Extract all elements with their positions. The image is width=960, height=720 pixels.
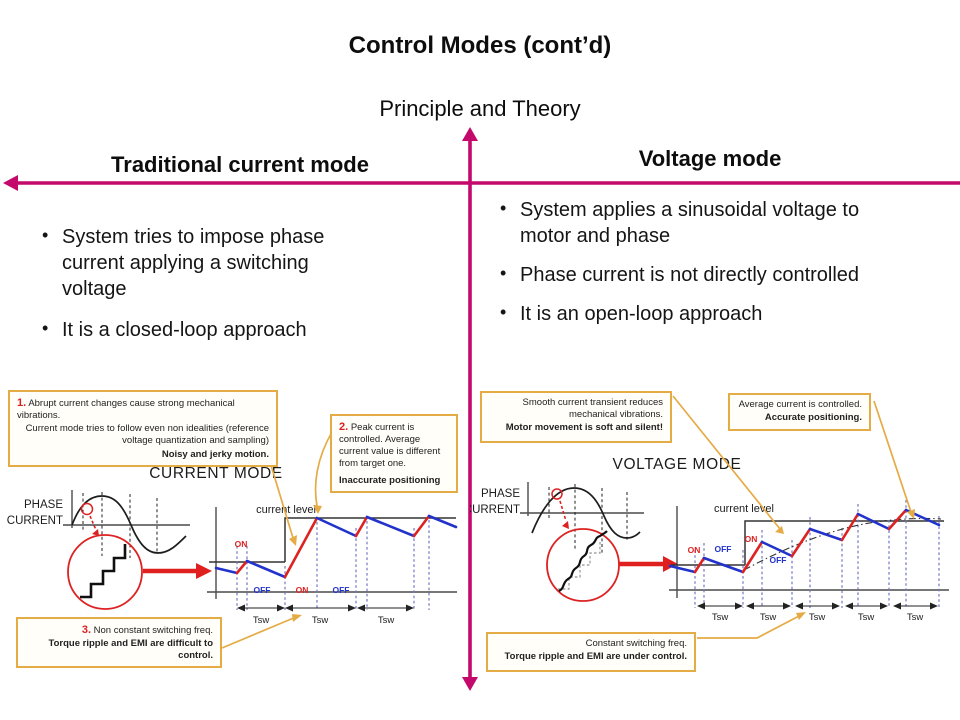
reference-sine: PHASE CURRENT (470, 482, 644, 554)
svg-text:OFF: OFF (715, 544, 732, 554)
off-segment (214, 566, 239, 575)
tsw-measures: Tsw Tsw Tsw (237, 604, 414, 626)
current-level-label: current level (256, 504, 316, 516)
on-segment (235, 559, 249, 575)
list-item: Phase current is not directly controlled (498, 262, 876, 288)
svg-text:Tsw: Tsw (312, 615, 329, 626)
zoom-arrow (619, 556, 678, 572)
left-arrow-icon (3, 175, 18, 191)
phase-current-label: PHASE (481, 488, 520, 500)
svg-text:Tsw: Tsw (712, 612, 729, 623)
svg-text:ON: ON (688, 545, 701, 555)
list-item: It is a closed-loop approach (40, 317, 375, 343)
right-bullet-list: System applies a sinusoidal voltage to m… (498, 197, 876, 340)
smooth-staircase (558, 530, 608, 592)
svg-text:CURRENT: CURRENT (470, 504, 520, 516)
list-item: System applies a sinusoidal voltage to m… (498, 197, 876, 249)
svg-text:ON: ON (235, 539, 248, 549)
reference-steps (558, 541, 601, 590)
callout-connectors (672, 395, 915, 639)
slide-subtitle: Principle and Theory (379, 96, 581, 121)
callout-connectors (221, 431, 333, 649)
left-column-heading: Traditional current mode (111, 152, 369, 177)
note-constant-freq: Constant switching freq. Torque ripple a… (486, 632, 696, 672)
current-waveform: current level ON OFF ON OFF (207, 504, 458, 626)
note-average-current: Average current is controlled. Accurate … (728, 393, 871, 431)
zoom-arrow (143, 563, 212, 579)
svg-text:Tsw: Tsw (858, 612, 875, 623)
svg-text:OFF: OFF (333, 585, 350, 595)
list-item: System tries to impose phase current app… (40, 224, 375, 302)
voltage-mode-diagram: VOLTAGE MODE PHASE CURRENT (470, 380, 960, 690)
current-mode-diagram: CURRENT MODE PHASE CURRENT (0, 380, 460, 690)
diagram-title: CURRENT MODE (149, 465, 283, 482)
diagram-title: VOLTAGE MODE (613, 456, 742, 473)
reference-sine: PHASE CURRENT (7, 490, 190, 558)
svg-text:Tsw: Tsw (760, 612, 777, 623)
up-arrow-icon (462, 127, 478, 141)
current-level-label: current level (714, 503, 774, 515)
svg-text:Tsw: Tsw (907, 612, 924, 623)
note-peak-current: 2. Peak current is controlled. Average c… (330, 414, 458, 493)
right-column-heading: Voltage mode (638, 146, 782, 171)
svg-text:Tsw: Tsw (253, 615, 270, 626)
tsw-measures: Tsw Tsw Tsw Tsw Tsw (697, 602, 938, 623)
svg-text:Tsw: Tsw (809, 612, 826, 623)
staircase (80, 544, 127, 599)
note-vibrations: 1. Abrupt current changes cause strong m… (8, 390, 278, 467)
note-smooth-transient: Smooth current transient reduces mechani… (480, 391, 672, 443)
zoom-circle-smooth (546, 528, 620, 602)
svg-text:OFF: OFF (254, 585, 271, 595)
list-item: It is an open-loop approach (498, 301, 876, 327)
phase-current-label: PHASE (24, 499, 63, 511)
left-bullet-list: System tries to impose phase current app… (40, 224, 375, 358)
svg-text:OFF: OFF (770, 555, 787, 565)
zoom-source-circle (551, 488, 563, 500)
zoom-source-circle (80, 502, 94, 516)
svg-text:ON: ON (296, 585, 309, 595)
note-switching-freq: 3. Non constant switching freq. Torque r… (16, 617, 222, 669)
svg-text:ON: ON (745, 534, 758, 544)
voltage-waveform: current level ON OFF ON OFF (668, 500, 949, 623)
svg-text:CURRENT: CURRENT (7, 515, 63, 527)
slide-title: Control Modes (cont’d) (348, 32, 612, 59)
zoom-circle-staircase (67, 534, 143, 610)
svg-text:Tsw: Tsw (378, 615, 395, 626)
